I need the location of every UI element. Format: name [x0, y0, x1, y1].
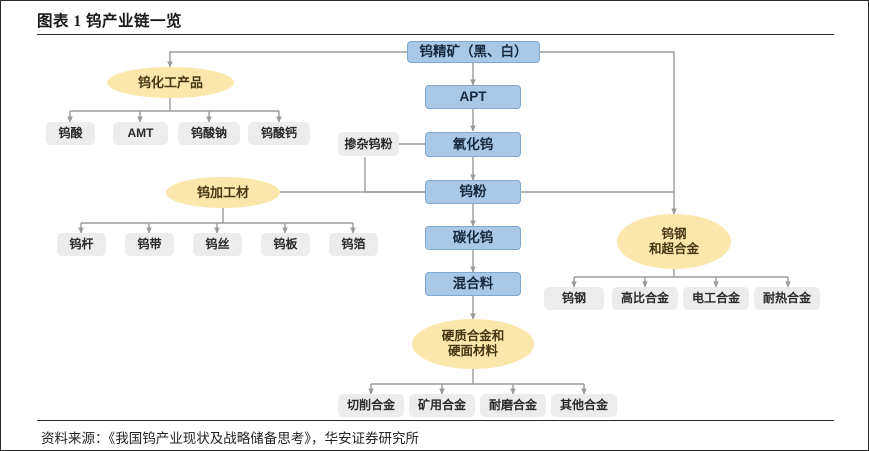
node-cemented-carbide-and-hardfacing[interactable]: 硬质合金和 硬面材料	[412, 319, 534, 369]
node-amt[interactable]: AMT	[113, 122, 168, 145]
node-tungsten-steel[interactable]: 钨钢	[544, 287, 604, 310]
node-mining-alloy[interactable]: 矿用合金	[409, 394, 475, 417]
figure-header: 图表 1 钨产业链一览	[1, 1, 868, 37]
node-tungsten-strip[interactable]: 钨带	[125, 233, 174, 256]
node-tungsten-powder[interactable]: 钨粉	[425, 180, 521, 204]
node-tungsten-steel-and-superalloy[interactable]: 钨钢 和超合金	[617, 214, 731, 269]
node-doped-tungsten-powder[interactable]: 掺杂钨粉	[338, 132, 399, 156]
node-apt[interactable]: APT	[425, 85, 521, 109]
node-sodium-tungstate[interactable]: 钨酸钠	[178, 122, 240, 145]
node-calcium-tungstate[interactable]: 钨酸钙	[248, 122, 310, 145]
node-label-line-2: 和超合金	[648, 241, 699, 256]
footer-divider	[37, 420, 834, 421]
node-cutting-alloy[interactable]: 切削合金	[338, 394, 404, 417]
node-high-density-alloy[interactable]: 高比合金	[612, 287, 678, 310]
node-tungsten-rod[interactable]: 钨杆	[57, 233, 106, 256]
node-tungsten-wire[interactable]: 钨丝	[193, 233, 242, 256]
node-wear-resistant-alloy[interactable]: 耐磨合金	[480, 394, 546, 417]
node-tungstic-acid[interactable]: 钨酸	[46, 122, 95, 145]
title-divider	[37, 34, 834, 35]
node-tungsten-carbide[interactable]: 碳化钨	[425, 226, 521, 250]
node-label-line-1: 硬质合金和	[441, 329, 505, 344]
source-note: 资料来源：《我国钨产业现状及战略储备思考》，华安证券研究所	[41, 431, 419, 446]
node-tungsten-chemical-products[interactable]: 钨化工产品	[107, 67, 234, 98]
node-tungsten-concentrate[interactable]: 钨精矿（黑、白）	[407, 41, 540, 63]
node-tungsten-wrought-material[interactable]: 钨加工材	[166, 177, 280, 208]
node-heat-resistant-alloy[interactable]: 耐热合金	[754, 287, 820, 310]
page-title: 图表 1 钨产业链一览	[37, 13, 183, 30]
node-tungsten-plate[interactable]: 钨板	[261, 233, 310, 256]
node-electrical-alloy[interactable]: 电工合金	[683, 287, 749, 310]
node-tungsten-foil[interactable]: 钨箔	[329, 233, 378, 256]
node-label-line-2: 硬面材料	[447, 344, 498, 358]
node-other-alloy[interactable]: 其他合金	[551, 394, 617, 417]
node-tungsten-oxide[interactable]: 氧化钨	[425, 132, 521, 157]
node-mixture[interactable]: 混合料	[425, 272, 521, 296]
node-label-line-1: 钨钢	[661, 226, 687, 241]
